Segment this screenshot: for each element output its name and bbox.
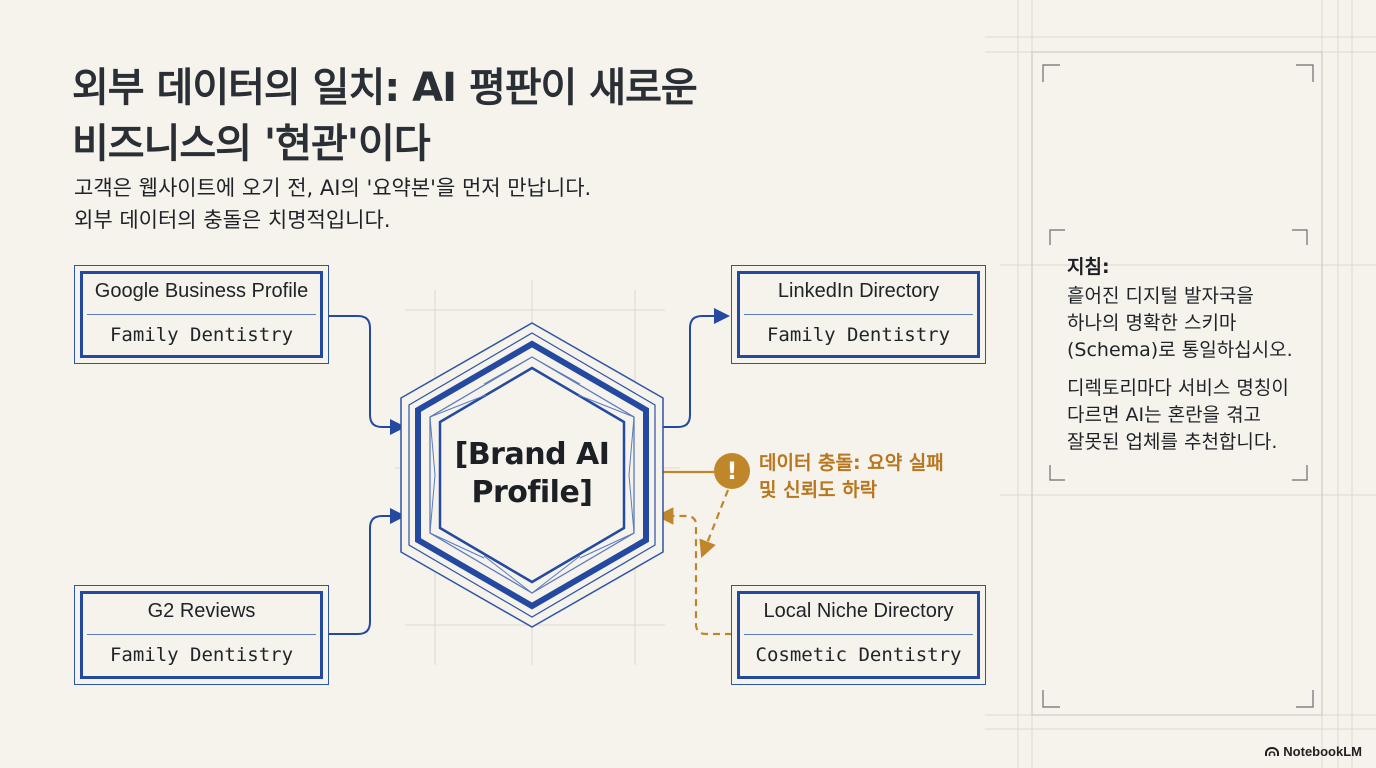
page-title-line-2: 비즈니스의 '현관'이다	[72, 121, 431, 167]
guidance-line: 디렉토리마다 서비스 명칭이	[1067, 377, 1289, 399]
guidance-paragraph-2: 디렉토리마다 서비스 명칭이 다르면 AI는 혼란을 겪고 잘못된 업체를 추천…	[1067, 375, 1289, 456]
conflict-dashed-from-icon	[699, 489, 730, 559]
source-node-category: Family Dentistry	[109, 644, 294, 666]
guidance-line: (Schema)로 통일하십시오.	[1067, 339, 1293, 361]
notebooklm-watermark: NotebookLM	[1265, 744, 1362, 759]
source-node-name: Local Niche Directory	[763, 600, 954, 622]
source-node-name: G2 Reviews	[147, 600, 256, 622]
source-node-divider	[744, 634, 973, 635]
guidance-title: 지침:	[1067, 256, 1110, 278]
source-node-linkedin: LinkedIn Directory Family Dentistry	[731, 265, 986, 364]
connector-g2	[328, 508, 406, 635]
guidance-line: 잘못된 업체를 추천합니다.	[1067, 431, 1278, 453]
guidance-line: 다르면 AI는 혼란을 겪고	[1067, 404, 1262, 426]
guidance-line: 흩어진 디지털 발자국을	[1067, 285, 1254, 307]
source-node-border	[80, 591, 323, 679]
source-node-name: LinkedIn Directory	[777, 280, 940, 302]
connector-linkedin	[658, 308, 730, 428]
source-node-local-niche: Local Niche Directory Cosmetic Dentistry	[731, 585, 986, 685]
source-node-category: Family Dentistry	[109, 324, 294, 346]
source-node-border	[80, 271, 323, 358]
brand-label: NotebookLM	[1283, 744, 1362, 759]
conflict-callout-line-1: 데이터 충돌: 요약 실패	[759, 452, 944, 474]
page-subtitle-line-2: 외부 데이터의 충돌은 치명적입니다.	[74, 208, 391, 232]
page-title: 외부 데이터의 일치: AI 평판이 새로운 비즈니스의 '현관'이다	[72, 60, 698, 172]
source-node-g2: G2 Reviews Family Dentistry	[74, 585, 329, 685]
source-node-name: Google Business Profile	[94, 280, 309, 302]
hub-label-line-1: [Brand AI	[454, 437, 610, 472]
source-node-divider	[87, 314, 316, 315]
connector-lines	[328, 308, 730, 635]
conflict-callout-line-2: 및 신뢰도 하락	[759, 479, 878, 501]
source-node-google: Google Business Profile Family Dentistry	[74, 265, 329, 364]
page-title-line-1: 외부 데이터의 일치: AI 평판이 새로운	[72, 65, 698, 111]
page-subtitle: 고객은 웹사이트에 오기 전, AI의 '요약본'을 먼저 만납니다. 외부 데…	[74, 172, 591, 236]
page-subtitle-line-1: 고객은 웹사이트에 오기 전, AI의 '요약본'을 먼저 만납니다.	[74, 176, 592, 200]
conflict-dashed-from-niche	[655, 507, 732, 636]
brand-hub-hexagon	[400, 322, 664, 628]
guidance-paragraph-1: 흩어진 디지털 발자국을 하나의 명확한 스키마 (Schema)로 통일하십시…	[1067, 283, 1293, 364]
source-node-border	[737, 591, 980, 679]
source-node-divider	[87, 634, 316, 635]
hub-label-line-2: Profile]	[471, 475, 593, 510]
hub-label: [Brand AI Profile]	[432, 436, 632, 512]
source-node-divider	[744, 314, 973, 315]
exclamation-icon: !	[714, 453, 750, 489]
guidance-line: 하나의 명확한 스키마	[1067, 312, 1237, 334]
notebooklm-logo-icon	[1265, 747, 1280, 756]
source-node-category: Cosmetic Dentistry	[755, 644, 962, 666]
source-node-category: Family Dentistry	[766, 324, 951, 346]
source-node-border	[737, 271, 980, 358]
guidance-frame	[1031, 51, 1323, 716]
connector-google	[328, 315, 406, 435]
conflict-callout: 데이터 충돌: 요약 실패 및 신뢰도 하락	[759, 450, 944, 504]
